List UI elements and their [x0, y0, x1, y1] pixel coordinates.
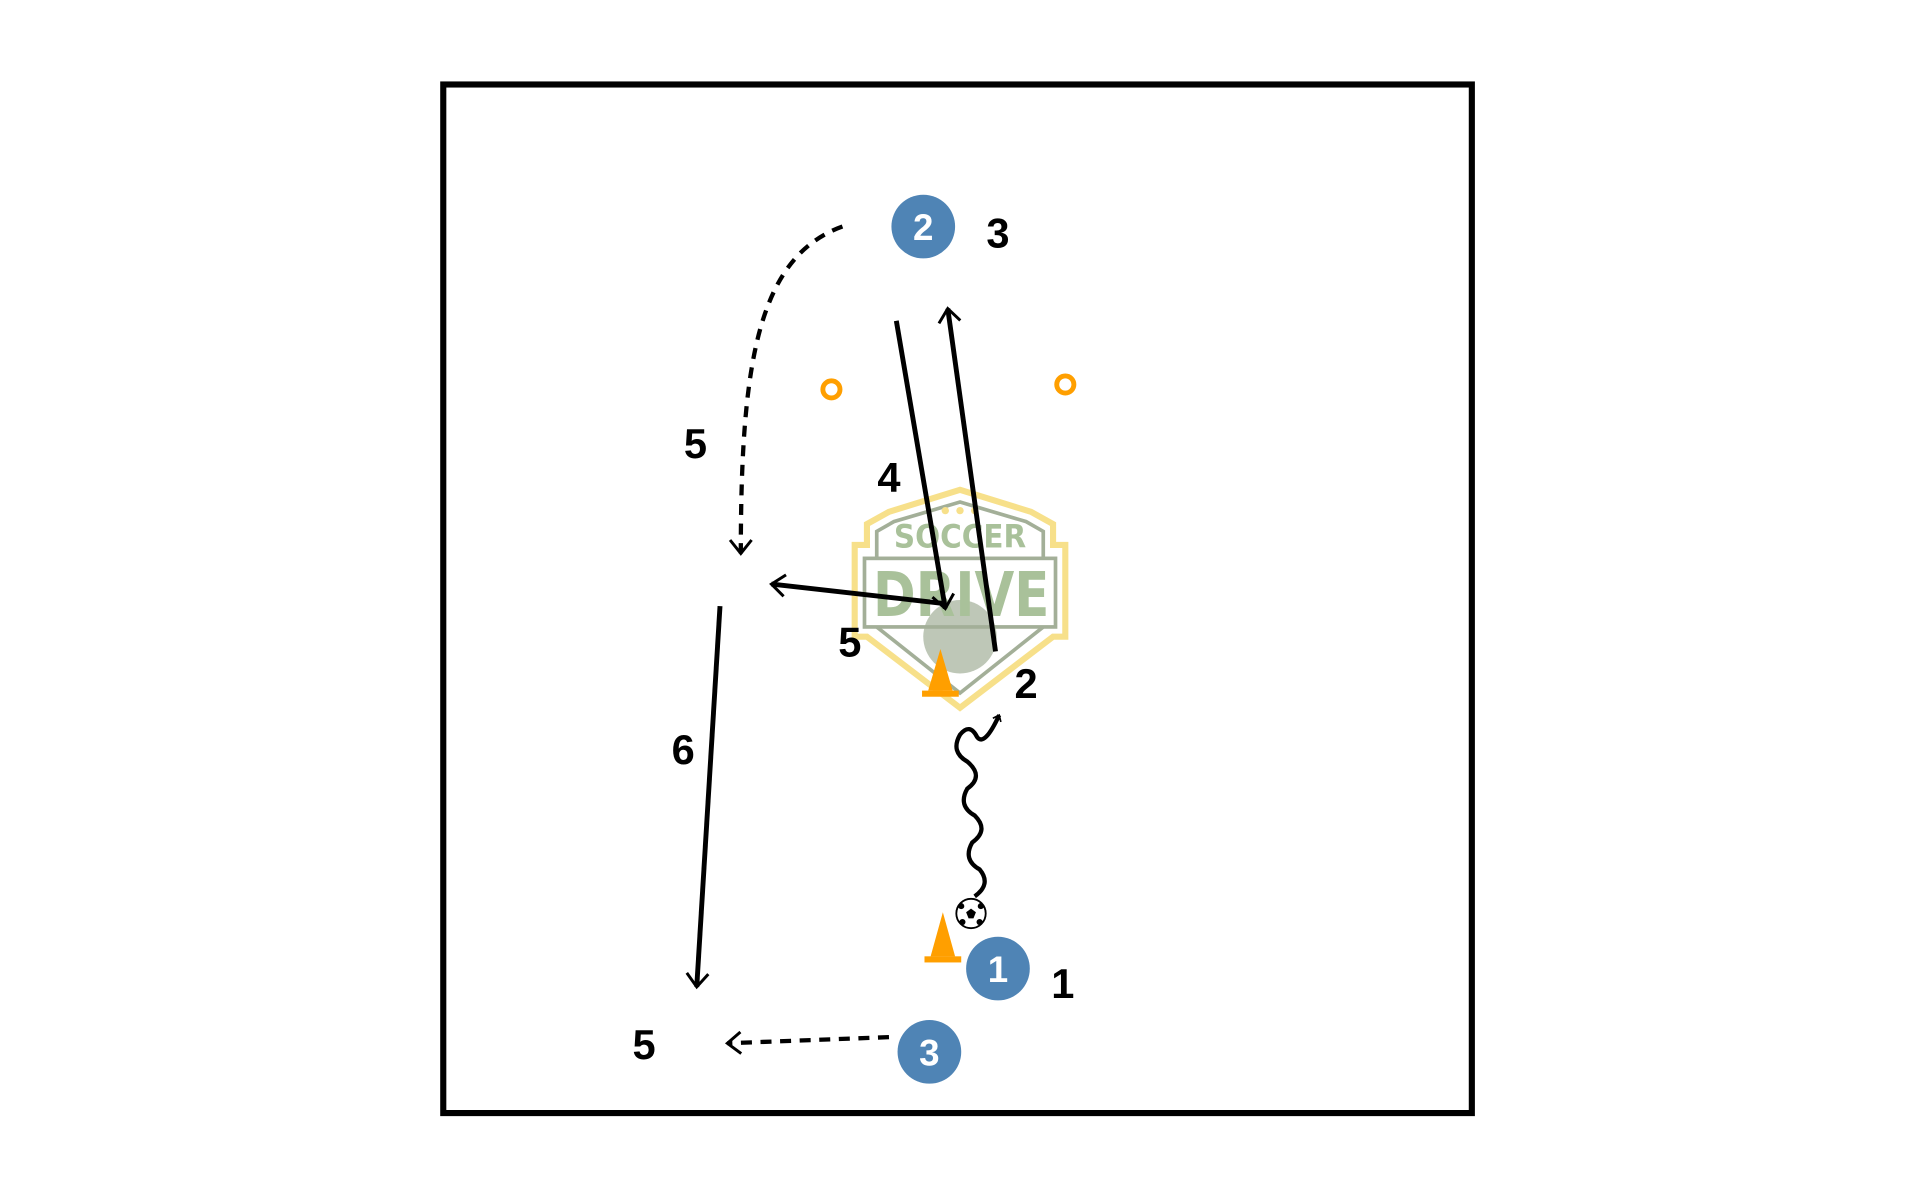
soccer-ball-icon: [955, 897, 987, 930]
marker-cone-icon: [1054, 373, 1077, 396]
player-label: 3: [919, 1032, 939, 1073]
step-number: 3: [986, 209, 1009, 256]
run-path-dashed: [728, 224, 844, 556]
step-number: 5: [633, 1021, 656, 1068]
player-label: 1: [988, 949, 1008, 990]
step-number: 4: [877, 454, 900, 501]
step-number: 5: [684, 420, 707, 467]
step-number: 6: [672, 726, 695, 773]
field-boundary: [440, 81, 1475, 1117]
logo-text-soccer: SOCCER: [894, 517, 1026, 555]
player-2: 2: [891, 194, 956, 259]
run-line-dashed-bottom: [724, 1030, 890, 1055]
pass-line-4: [893, 320, 955, 611]
pass-line-3: [937, 306, 998, 652]
step-number: 2: [1015, 660, 1038, 707]
step-number: 5: [838, 618, 861, 665]
soccer-drive-logo: SOCCER DRIVE: [851, 486, 1069, 712]
player-1: 1: [966, 936, 1030, 1001]
cone-icon: [924, 912, 962, 963]
cone-icon: [922, 648, 959, 697]
logo-text-drive: DRIVE: [873, 560, 1049, 631]
pass-line-6: [685, 605, 723, 990]
player-3: 3: [897, 1020, 962, 1084]
star-icon: [941, 506, 979, 515]
dribble-path: [954, 713, 1002, 899]
player-label: 2: [913, 207, 933, 248]
marker-cone-icon: [820, 378, 843, 401]
step-number: 1: [1051, 960, 1074, 1007]
pass-line-5: [769, 573, 946, 607]
